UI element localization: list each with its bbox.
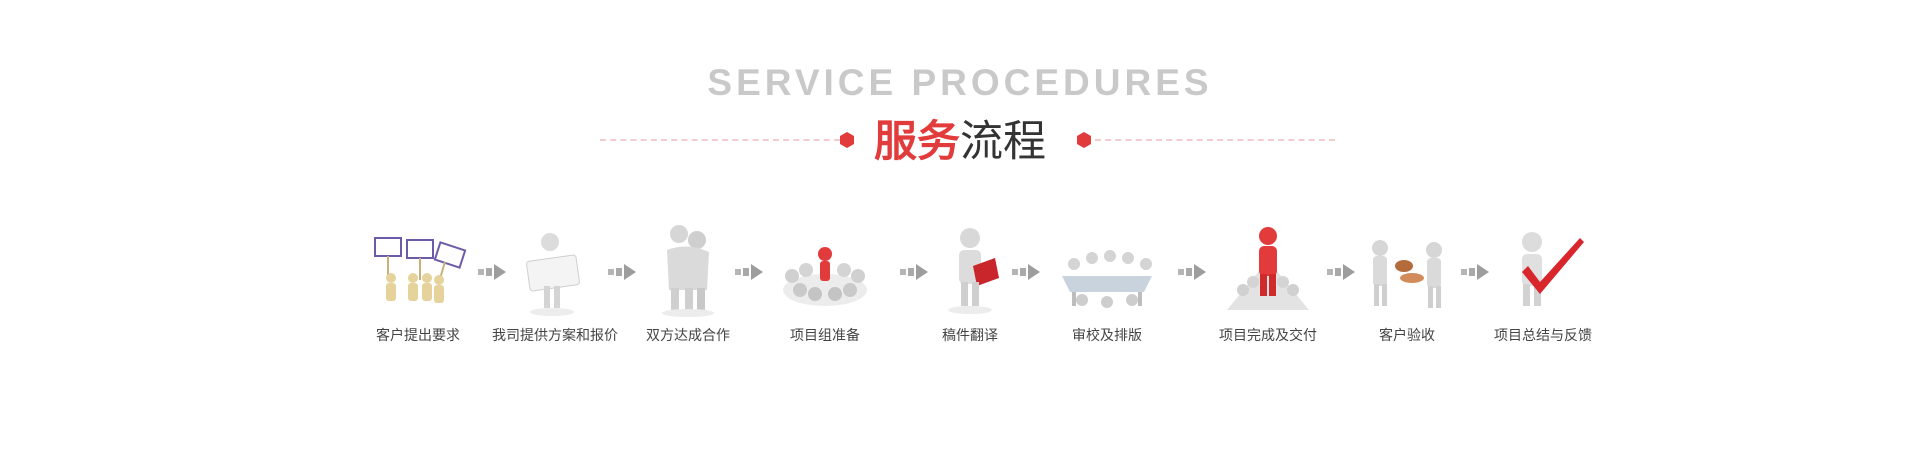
- arrow-right-icon: [1327, 264, 1355, 280]
- step-item: 项目组准备: [760, 210, 890, 360]
- title-plain: 流程: [960, 117, 1046, 167]
- figures-holding-signs-icon: [374, 237, 467, 303]
- arrow-right-icon: [735, 264, 763, 280]
- figure-checkmark-icon: [1522, 232, 1584, 306]
- title-english: SERVICE PROCEDURES: [707, 62, 1213, 103]
- step-item: 客户验收: [1342, 210, 1472, 360]
- process-steps: 客户提出要求 我司提供方案和报价 双方达成合作: [0, 210, 1920, 360]
- meeting-table-icon: [1062, 250, 1152, 308]
- step-label: 项目总结与反馈: [1494, 328, 1592, 344]
- step-item: 我司提供方案和报价: [490, 210, 620, 360]
- arrow-right-icon: [900, 264, 928, 280]
- divider-right: [1095, 139, 1335, 141]
- step-item: 审校及排版: [1042, 210, 1172, 360]
- step-item: 客户提出要求: [353, 210, 483, 360]
- step-label: 项目组准备: [790, 328, 860, 344]
- section-header: SERVICE PROCEDURES 服务流程: [0, 0, 1920, 167]
- arrow-right-icon: [608, 264, 636, 280]
- arrow-right-icon: [1012, 264, 1040, 280]
- step-label: 稿件翻译: [942, 328, 998, 344]
- title-chinese: 服务流程: [0, 116, 1920, 168]
- step-label: 客户验收: [1379, 328, 1435, 344]
- figure-holding-board-icon: [526, 233, 580, 316]
- step-label: 双方达成合作: [646, 328, 730, 344]
- red-leader-figure-icon: [1227, 227, 1309, 310]
- figures-hugging-icon: [662, 225, 714, 317]
- figure-reading-book-icon: [948, 228, 999, 314]
- divider-left: [600, 139, 840, 141]
- step-item: 稿件翻译: [905, 210, 1035, 360]
- step-item: 项目完成及交付: [1203, 210, 1333, 360]
- step-item: 项目总结与反馈: [1478, 210, 1608, 360]
- step-label: 我司提供方案和报价: [492, 328, 618, 344]
- step-label: 审校及排版: [1072, 328, 1142, 344]
- step-item: 双方达成合作: [623, 210, 753, 360]
- step-label: 项目完成及交付: [1219, 328, 1317, 344]
- arrow-right-icon: [478, 264, 506, 280]
- title-accent: 服务: [874, 117, 960, 167]
- figures-stamping-icon: [1372, 240, 1442, 308]
- arrow-right-icon: [1461, 264, 1489, 280]
- step-label: 客户提出要求: [376, 328, 460, 344]
- hexagon-icon: [1077, 132, 1091, 148]
- hexagon-icon: [840, 132, 854, 148]
- arrow-right-icon: [1178, 264, 1206, 280]
- team-circle-icon: [783, 247, 867, 306]
